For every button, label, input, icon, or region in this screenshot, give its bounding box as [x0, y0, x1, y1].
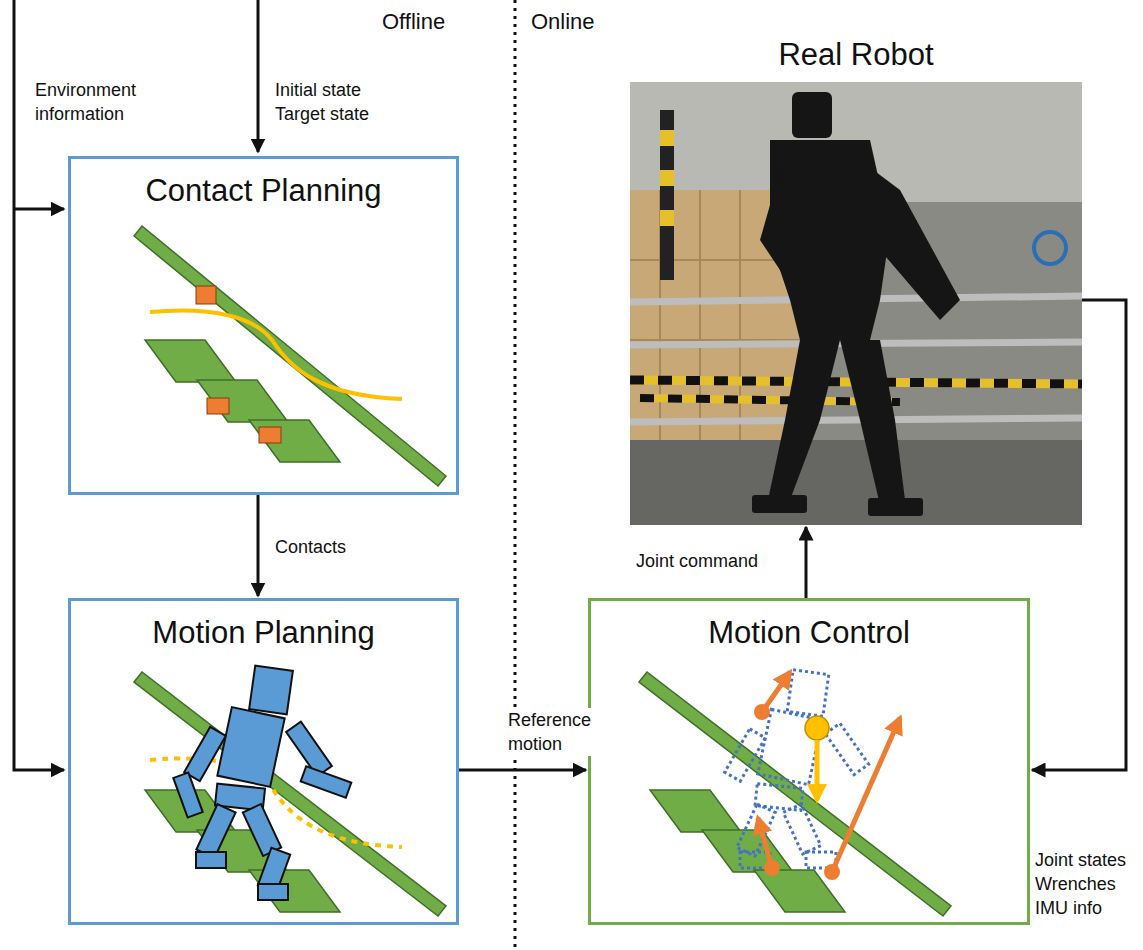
robot-photo	[660, 210, 674, 226]
flow-arrow	[805, 527, 808, 598]
flow-arrow	[1032, 300, 1126, 770]
contact-plan-illustration	[196, 286, 281, 443]
robot-photo	[660, 130, 674, 146]
motion-control-illustration	[825, 723, 868, 774]
robot-photo	[630, 418, 1082, 422]
box-title: Real Robot	[778, 37, 933, 73]
motion-plan-illustration	[134, 672, 446, 916]
contact-plan-illustration	[134, 226, 446, 486]
robot-photo	[630, 440, 1082, 525]
motion-control-illustration	[737, 804, 775, 856]
edge-label: Contacts	[273, 535, 348, 559]
robot-photo	[630, 82, 1082, 525]
robot-photo	[792, 92, 832, 138]
title-wrap: Contact Planning	[71, 173, 456, 209]
motion-plan-illustration	[173, 773, 202, 818]
annotation-label: Offline	[380, 8, 447, 36]
motion-plan-illustration	[217, 707, 284, 787]
robot-photo	[868, 498, 923, 516]
motion-plan-illustration	[150, 758, 402, 847]
contact-plan-illustration	[145, 340, 236, 382]
divider-line	[514, 0, 517, 950]
box-title: Motion Control	[708, 615, 910, 651]
motion-control-illustration	[805, 716, 829, 740]
robot-photo	[760, 170, 820, 300]
contact-plan-illustration	[196, 286, 216, 304]
flow-arrow	[257, 495, 260, 596]
contact-plan-illustration	[259, 427, 281, 443]
motion-control-illustration	[754, 704, 770, 720]
annotation-label: Environment information	[33, 78, 159, 126]
motion-control-illustration	[815, 740, 820, 800]
robot-panel: Real Robot	[630, 35, 1082, 525]
motion-control-illustration	[764, 860, 780, 876]
annotation-label: Online	[529, 8, 597, 36]
motion-plan-illustration	[196, 852, 226, 868]
robot-photo	[752, 495, 807, 513]
title-wrap: Real Robot	[630, 37, 1082, 73]
motion-plan-illustration	[173, 666, 351, 900]
flow-arrow	[459, 769, 586, 772]
contact-plan-illustration	[134, 226, 446, 486]
motion-control-illustration	[650, 790, 741, 832]
robot-photo	[699, 190, 701, 450]
robot-photo	[660, 110, 674, 280]
contact-plan-illustration	[150, 310, 402, 399]
motion-control-illustration	[783, 804, 821, 854]
process-box: Motion Planning	[68, 598, 459, 925]
process-box: Motion Control	[588, 598, 1030, 925]
motion-control-illustration	[754, 704, 840, 880]
annotation-label: Initial state Target state	[273, 78, 389, 126]
motion-plan-illustration	[196, 804, 235, 858]
edge-label: Joint command	[634, 549, 760, 573]
motion-control-illustration	[725, 729, 766, 781]
input-wire	[14, 208, 64, 211]
title-wrap: Motion Control	[591, 615, 1027, 651]
robot-photo	[790, 300, 880, 340]
input-wire	[257, 0, 260, 152]
robot-photo	[752, 92, 960, 516]
motion-plan-illustration	[134, 666, 446, 916]
robot-photo	[860, 160, 960, 320]
motion-plan-illustration	[258, 884, 288, 900]
contact-plan-illustration	[197, 380, 288, 422]
robot-photo	[768, 340, 840, 500]
motion-control-illustration	[824, 864, 840, 880]
motion-control-illustration	[758, 672, 900, 872]
motion-plan-illustration	[301, 766, 352, 797]
motion-control-illustration	[639, 670, 951, 916]
motion-control-illustration	[787, 670, 828, 717]
edge-label: Reference motion	[506, 708, 606, 756]
motion-plan-illustration	[184, 727, 226, 781]
motion-control-illustration	[832, 718, 900, 872]
contact-plan-illustration	[145, 340, 340, 462]
motion-control-illustration	[639, 672, 951, 916]
process-box: Contact Planning	[68, 156, 459, 495]
motion-plan-illustration	[249, 666, 293, 715]
robot-photo	[660, 170, 674, 186]
box-title: Contact Planning	[145, 173, 381, 209]
title-wrap: Motion Planning	[71, 615, 456, 651]
box-title: Motion Planning	[152, 615, 374, 651]
robot-photo	[739, 190, 741, 450]
contact-plan-illustration	[207, 398, 229, 414]
robot-photo	[1034, 232, 1066, 264]
contact-plan-illustration	[249, 420, 340, 462]
robot-photo	[840, 340, 905, 505]
robot-photo	[630, 82, 1082, 525]
edge-label: Joint states Wrenches IMU info	[1033, 848, 1141, 920]
